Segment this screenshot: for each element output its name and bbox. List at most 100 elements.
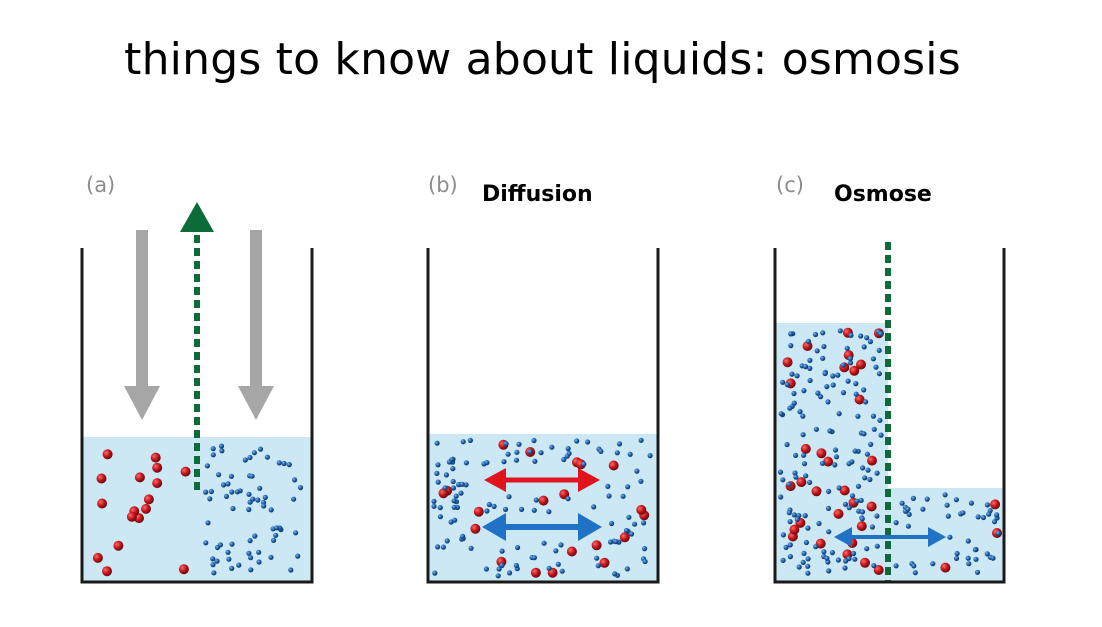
water-particle [249, 473, 255, 479]
water-particle [861, 431, 867, 437]
water-particle [292, 477, 298, 483]
water-particle [787, 542, 793, 548]
water-particle [865, 467, 871, 473]
water-particle [468, 545, 474, 551]
water-particle [796, 564, 802, 570]
water-particle [984, 551, 990, 557]
water-particle [852, 556, 858, 562]
water-particle [605, 483, 611, 489]
water-particle [541, 540, 547, 546]
water-particle [835, 372, 841, 378]
solute-particle [867, 455, 877, 466]
water-particle [816, 520, 822, 527]
water-particle [451, 504, 457, 510]
water-particle [812, 331, 819, 338]
water-particle [966, 561, 972, 567]
solute-particle [591, 540, 602, 551]
water-particle [947, 534, 953, 540]
water-particle [792, 470, 798, 476]
water-particle [805, 570, 811, 576]
water-particle [975, 514, 981, 520]
solute-particle [849, 365, 860, 376]
water-particle [824, 555, 830, 561]
solute-particle [92, 552, 103, 563]
water-particle [516, 441, 522, 447]
water-particle [871, 426, 877, 432]
water-particle [214, 544, 221, 551]
water-particle [780, 532, 787, 538]
solute-particle [530, 567, 541, 578]
water-particle [519, 506, 525, 512]
water-particle [791, 390, 797, 397]
water-particle [803, 539, 810, 546]
water-particle [862, 475, 868, 481]
water-particle [230, 505, 236, 512]
water-particle [874, 470, 880, 476]
water-particle [899, 500, 905, 506]
water-particle [818, 394, 824, 400]
water-particle [446, 459, 452, 465]
solute-particle [789, 524, 800, 535]
water-particle [973, 556, 979, 562]
water-particle [802, 364, 809, 370]
solute-particle [152, 478, 163, 489]
panel-b-water [428, 434, 658, 582]
water-particle [203, 540, 209, 546]
water-particle [286, 462, 292, 468]
water-particle [431, 498, 437, 504]
water-particle [972, 547, 979, 553]
water-particle [216, 472, 222, 478]
water-particle [459, 481, 465, 487]
water-particle [876, 347, 882, 353]
water-particle [945, 513, 951, 519]
water-particle [844, 345, 850, 351]
water-particle [291, 496, 297, 502]
solute-particle [134, 472, 145, 483]
panel-b-letter: (b) [428, 173, 458, 197]
solute-particle [856, 359, 866, 370]
water-particle [435, 544, 441, 550]
water-particle [871, 563, 877, 569]
water-particle [974, 569, 981, 575]
water-particle [876, 371, 883, 377]
solute-particle [150, 452, 161, 463]
water-particle [869, 524, 876, 530]
water-particle [559, 568, 565, 574]
water-particle [793, 452, 799, 458]
water-particle [236, 562, 242, 568]
solute-particle [823, 456, 834, 467]
water-particle [513, 562, 520, 569]
water-particle [453, 493, 459, 499]
water-particle [256, 549, 262, 555]
panel-a-particles [92, 443, 304, 577]
water-particle [868, 441, 874, 447]
solute-particle [566, 546, 577, 557]
solute-particle [102, 566, 112, 577]
water-particle [638, 437, 644, 443]
water-particle [527, 449, 533, 455]
water-particle [826, 488, 832, 494]
water-particle [840, 390, 847, 396]
water-particle [505, 451, 511, 457]
water-particle [467, 437, 473, 443]
water-particle [264, 454, 270, 460]
water-particle [514, 449, 520, 455]
water-particle [924, 496, 930, 502]
water-particle [276, 460, 282, 466]
solute-particle [178, 564, 189, 575]
water-particle [788, 331, 794, 337]
solute-particle [96, 473, 107, 484]
solute-particle [152, 462, 163, 473]
water-particle [515, 544, 521, 551]
water-particle [805, 525, 811, 531]
water-particle [614, 450, 620, 456]
water-particle [848, 332, 854, 338]
water-particle [832, 447, 839, 453]
water-particle [821, 343, 827, 350]
water-particle [499, 562, 505, 569]
water-particle [780, 379, 786, 385]
water-particle [870, 356, 877, 362]
water-particle [502, 506, 509, 512]
water-particle [549, 444, 555, 450]
